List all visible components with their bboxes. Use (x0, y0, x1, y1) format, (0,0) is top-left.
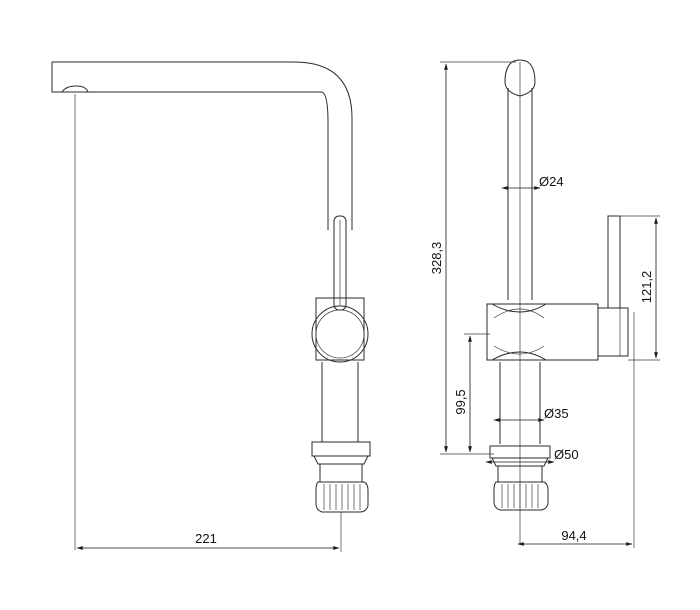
dimension-label-width: 221 (195, 531, 217, 546)
side-lever-handle (607, 215, 621, 309)
dimension-label-body-diameter: Ø35 (544, 406, 569, 421)
base-flange (311, 441, 371, 465)
side-body (486, 303, 599, 361)
dimension-label-spout-diameter: Ø24 (539, 174, 564, 189)
cartridge-cap (311, 305, 369, 363)
dimension-label-height: 328,3 (429, 242, 444, 275)
side-body-saddle (493, 308, 545, 355)
side-fixing-nut-ribs (501, 484, 539, 508)
base-ring (319, 463, 363, 483)
fixing-nut (315, 481, 369, 513)
spout-aerator (52, 85, 89, 93)
dimension-label-base-diameter: Ø50 (554, 447, 579, 462)
dimension-label-base-height: 99,5 (453, 389, 468, 414)
side-spout-pipe (507, 88, 533, 300)
dimension-label-handle-height: 121,2 (639, 271, 654, 304)
side-handle-cylinder (597, 307, 629, 357)
dimension-label-depth: 94,4 (561, 528, 586, 543)
front-view: 221 (51, 61, 371, 552)
side-column (499, 362, 541, 444)
spout-outline (51, 61, 353, 230)
column (321, 362, 359, 442)
body-block (315, 297, 365, 361)
side-view: 328,3 Ø24 121,2 99,5 Ø35 Ø50 94,4 (429, 59, 660, 548)
side-fixing-nut (493, 481, 549, 511)
fixing-nut-ribs (323, 484, 361, 510)
cartridge-cap-inner (315, 309, 365, 359)
